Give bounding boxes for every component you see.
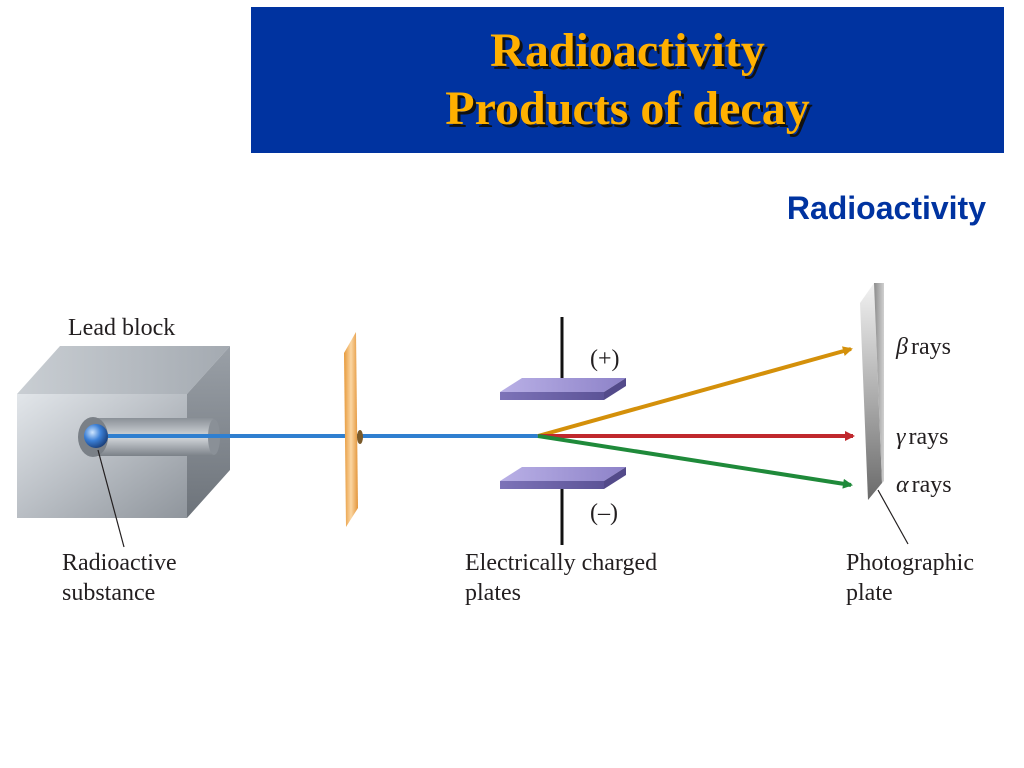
title-line-1: Radioactivity bbox=[490, 24, 765, 77]
negative-plate-top bbox=[500, 467, 626, 481]
beta-symbol: β bbox=[895, 334, 908, 360]
positive-plate-edge bbox=[500, 392, 604, 400]
lead-block bbox=[17, 346, 230, 518]
negative-plate-label: (–) bbox=[590, 500, 618, 526]
positive-plate bbox=[500, 317, 626, 400]
collimator-plate bbox=[344, 332, 363, 527]
beta-ray bbox=[537, 346, 853, 438]
alpha-ray bbox=[537, 434, 853, 489]
collimator-plate-face bbox=[344, 332, 358, 527]
positive-plate-side bbox=[604, 378, 626, 400]
subtitle: Radioactivity bbox=[786, 190, 986, 226]
photographic-plate-edge bbox=[874, 283, 884, 483]
beta-rays-word: rays bbox=[911, 334, 951, 360]
photographic-plate-face bbox=[860, 283, 882, 500]
charged-plates-label-line-2: plates bbox=[465, 580, 521, 606]
photographic-plate bbox=[860, 283, 884, 500]
collimator-slit bbox=[357, 430, 363, 444]
radioactive-substance-label-line-2: substance bbox=[62, 580, 155, 606]
title-line-2: Products of decay bbox=[445, 82, 810, 135]
photographic-plate-label-line-1: Photographic bbox=[846, 550, 974, 576]
title-banner: Radioactivity Products of decay bbox=[251, 7, 1004, 153]
alpha-symbol: α bbox=[896, 472, 909, 498]
positive-plate-top bbox=[500, 378, 626, 392]
charged-plates-label-line-1: Electrically charged bbox=[465, 550, 657, 576]
negative-plate-side bbox=[604, 467, 626, 489]
gamma-rays-word: rays bbox=[908, 424, 948, 450]
positive-plate-label: (+) bbox=[590, 346, 620, 372]
lead-block-label: Lead block bbox=[68, 315, 175, 341]
radioactive-substance-leader bbox=[97, 449, 125, 548]
radioactive-substance-label-line-1: Radioactive bbox=[62, 550, 177, 576]
negative-plate bbox=[500, 467, 626, 545]
alpha-rays-word: rays bbox=[912, 472, 952, 498]
photographic-plate-leader bbox=[877, 489, 909, 545]
radioactive-substance-ball bbox=[84, 424, 108, 448]
negative-plate-edge bbox=[500, 481, 604, 489]
lead-block-top bbox=[17, 346, 230, 394]
photographic-plate-label-line-2: plate bbox=[846, 580, 893, 606]
gamma-symbol: γ bbox=[896, 424, 906, 450]
